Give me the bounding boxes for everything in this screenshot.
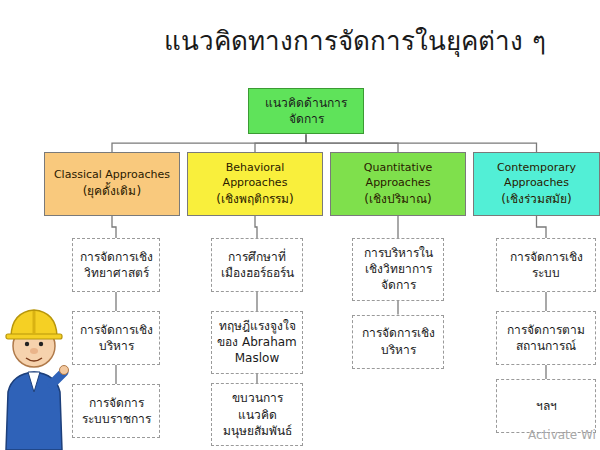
box-text: Quantitative Approaches bbox=[336, 161, 460, 191]
connector-line bbox=[115, 365, 116, 384]
box-text: ขบวนการแนวคิดมนุษยสัมพันธ์ bbox=[217, 390, 297, 439]
hard-hat bbox=[11, 310, 57, 336]
connector-line bbox=[112, 216, 116, 238]
topic-box: การจัดการเชิงบริหาร bbox=[72, 311, 160, 365]
connector-line bbox=[256, 292, 257, 311]
connector-line bbox=[255, 216, 257, 238]
connector-line bbox=[255, 134, 306, 152]
category-box: Contemporary Approaches(เชิงร่วมสมัย) bbox=[473, 152, 600, 216]
box-subtext: (เชิงปริมาณ) bbox=[364, 191, 431, 207]
box-text: ทฤษฎีแรงจูงใจของ Abraham Maslow bbox=[217, 318, 297, 367]
engineer-mouth bbox=[26, 358, 42, 361]
box-text: การจัดการเชิงวิทยาศาสตร์ bbox=[78, 249, 154, 281]
connector-line bbox=[397, 301, 398, 315]
box-text: Contemporary Approaches bbox=[479, 161, 594, 191]
category-box: Classical Approaches(ยุคดั้งเดิม) bbox=[44, 152, 180, 216]
engineer-collar bbox=[28, 372, 40, 392]
connector-line bbox=[397, 216, 398, 238]
box-text: การศึกษาที่เมืองฮอร์ธอร์น bbox=[217, 249, 297, 281]
engineer-hand bbox=[60, 366, 69, 375]
topic-box: การจัดการตามสถานการณ์ bbox=[496, 311, 596, 365]
connector-line bbox=[115, 292, 116, 311]
topic-box: การศึกษาที่เมืองฮอร์ธอร์น bbox=[211, 238, 303, 292]
root-box: แนวคิดด้านการจัดการ bbox=[248, 88, 364, 134]
category-box: Quantitative Approaches(เชิงปริมาณ) bbox=[330, 152, 466, 216]
box-text: การจัดการระบบราชการ bbox=[78, 395, 154, 427]
hard-hat-brim bbox=[6, 334, 62, 339]
box-text: การบริหารในเชิงวิทยาการจัดการ bbox=[358, 245, 438, 294]
connector-line bbox=[545, 365, 546, 379]
box-text: การจัดการเชิงระบบ bbox=[502, 249, 590, 281]
topic-box: การจัดการเชิงวิทยาศาสตร์ bbox=[72, 238, 160, 292]
topic-box: การบริหารในเชิงวิทยาการจัดการ bbox=[352, 238, 444, 301]
hard-hat-ridge bbox=[33, 311, 36, 334]
engineer-cartoon bbox=[6, 310, 69, 450]
topic-box: ขบวนการแนวคิดมนุษยสัมพันธ์ bbox=[211, 383, 303, 446]
topic-box: ฯลฯ bbox=[496, 379, 596, 433]
topic-box: การจัดการระบบราชการ bbox=[72, 384, 160, 438]
box-text: Classical Approaches bbox=[54, 168, 170, 183]
box-subtext: (ยุคดั้งเดิม) bbox=[83, 183, 141, 199]
topic-box: การจัดการเชิงระบบ bbox=[496, 238, 596, 292]
connector-line bbox=[537, 216, 547, 238]
engineer-eye bbox=[39, 342, 43, 346]
connector-line bbox=[256, 374, 257, 384]
box-text: ฯลฯ bbox=[536, 398, 557, 414]
box-text: การจัดการเชิงบริหาร bbox=[358, 325, 438, 357]
category-box: Behavioral Approaches(เชิงพฤติกรรม) bbox=[187, 152, 323, 216]
topic-box: การจัดการเชิงบริหาร bbox=[352, 315, 444, 369]
box-text: การจัดการเชิงบริหาร bbox=[78, 322, 154, 354]
box-subtext: (เชิงร่วมสมัย) bbox=[501, 191, 571, 207]
watermark: Activate Wi bbox=[528, 428, 596, 442]
box-text: การจัดการตามสถานการณ์ bbox=[502, 322, 590, 354]
diagram-title: แนวคิดทางการจัดการในยุคต่าง ๆ bbox=[130, 26, 580, 57]
connector-line bbox=[306, 134, 537, 152]
connector-line bbox=[112, 134, 306, 152]
engineer-nose bbox=[30, 348, 38, 354]
box-subtext: (เชิงพฤติกรรม) bbox=[216, 191, 293, 207]
connector-line bbox=[545, 292, 546, 311]
topic-box: ทฤษฎีแรงจูงใจของ Abraham Maslow bbox=[211, 311, 303, 374]
engineer-eye bbox=[25, 342, 29, 346]
box-text: แนวคิดด้านการจัดการ bbox=[255, 95, 357, 127]
box-text: Behavioral Approaches bbox=[193, 161, 317, 191]
